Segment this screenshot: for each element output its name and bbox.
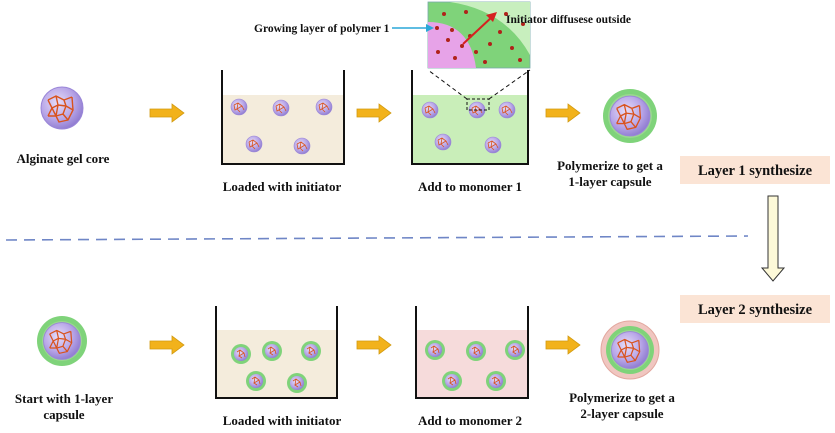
beaker-loaded-initiator-2 bbox=[215, 306, 338, 399]
separator-line bbox=[5, 235, 749, 241]
beaker-monomer-2 bbox=[415, 306, 529, 399]
label-polymerize-2-line1: Polymerize to get a bbox=[569, 390, 675, 405]
label-polymerize-1-line1: Polymerize to get a bbox=[557, 158, 663, 173]
svg-text:Layer 1 synthesize: Layer 1 synthesize bbox=[698, 163, 813, 179]
label-initiator-diffuse: Initiator diffusese outside bbox=[506, 14, 631, 26]
svg-text:Layer 2 synthesize: Layer 2 synthesize bbox=[698, 302, 813, 318]
zoom-region-box bbox=[466, 98, 490, 111]
label-add-monomer-2: Add to monomer 2 bbox=[418, 413, 522, 428]
two-layer-capsule bbox=[600, 320, 660, 380]
start-one-layer-capsule bbox=[37, 316, 87, 366]
arrow-3 bbox=[545, 103, 581, 123]
beaker-monomer-1 bbox=[411, 69, 531, 165]
beaker-loaded-initiator-1 bbox=[221, 70, 345, 165]
label-polymerize-2-line2: 2-layer capsule bbox=[580, 406, 663, 421]
stage-label-layer-2: Layer 2 synthesize bbox=[680, 295, 830, 323]
label-loaded-initiator-2: Loaded with initiator bbox=[223, 413, 342, 428]
arrow-4 bbox=[149, 335, 185, 355]
arrow-5 bbox=[356, 335, 392, 355]
callout-growing-layer bbox=[392, 24, 434, 32]
stage-label-layer-1: Layer 1 synthesize bbox=[680, 156, 830, 184]
label-loaded-initiator-1: Loaded with initiator bbox=[223, 179, 342, 194]
label-start-line1: Start with 1-layer bbox=[15, 391, 113, 406]
arrow-6 bbox=[545, 335, 581, 355]
label-add-monomer-1: Add to monomer 1 bbox=[418, 179, 522, 194]
zoom-inset bbox=[427, 1, 531, 69]
label-growing-layer: Growing layer of polymer 1 bbox=[254, 23, 390, 35]
label-start-line2: capsule bbox=[43, 407, 84, 422]
label-alginate-core: Alginate gel core bbox=[17, 151, 110, 166]
arrow-1 bbox=[149, 103, 185, 123]
label-polymerize-1-line2: 1-layer capsule bbox=[568, 174, 651, 189]
alginate-gel-core bbox=[41, 87, 83, 129]
down-arrow bbox=[760, 195, 786, 282]
one-layer-capsule bbox=[603, 89, 657, 143]
arrow-2 bbox=[356, 103, 392, 123]
